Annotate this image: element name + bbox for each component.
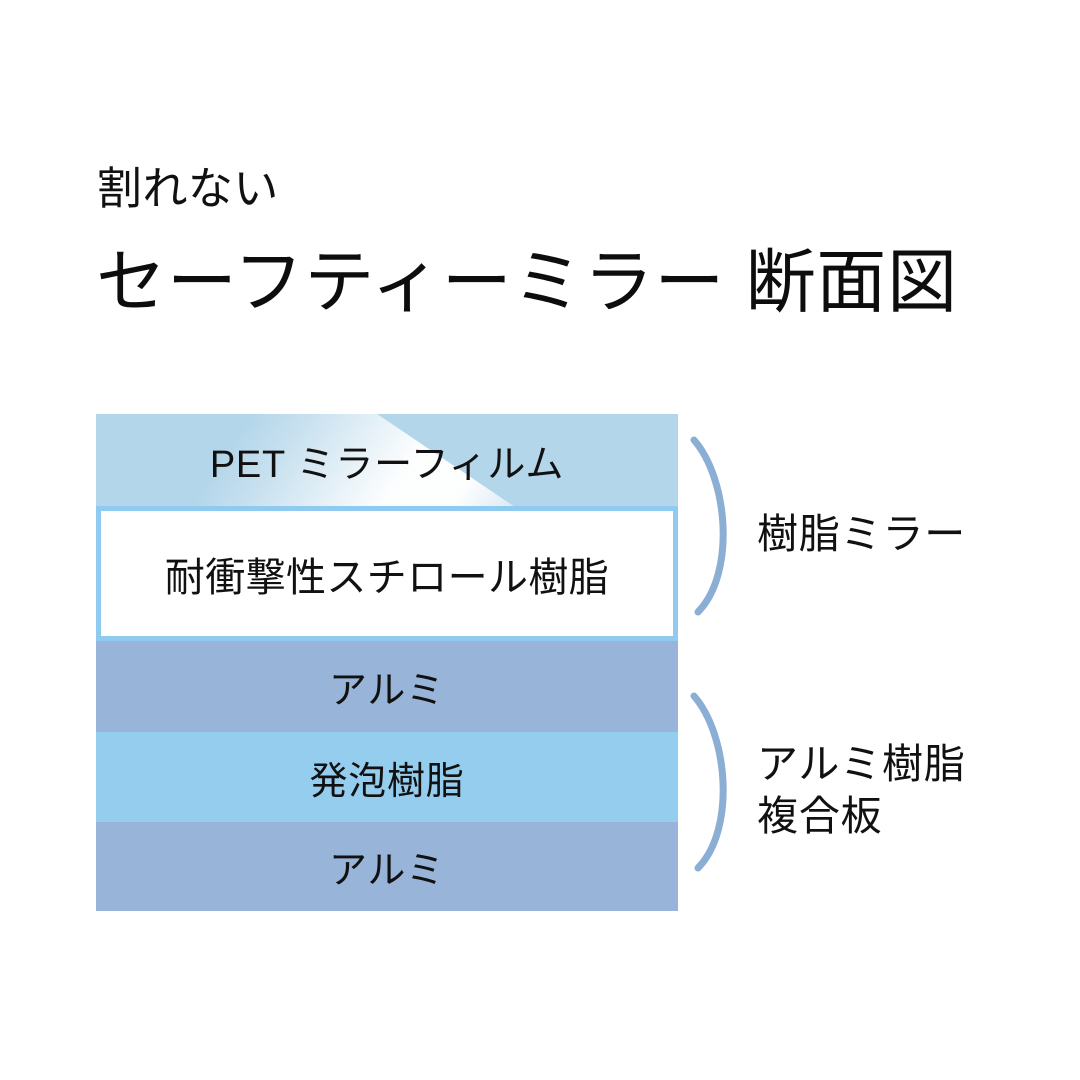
page-title: セーフティーミラー 断面図	[96, 243, 958, 321]
layer-label-styrene: 耐衝撃性スチロール樹脂	[164, 555, 610, 600]
layer-label-aluminium-bottom: アルミ	[329, 850, 445, 892]
layer-foam-resin: 発泡樹脂	[96, 732, 678, 822]
layer-label-pet: PET ミラーフィルム	[209, 443, 565, 486]
layer-aluminium-bottom: アルミ	[96, 822, 678, 911]
layer-impact-resistant-styrene: 耐衝撃性スチロール樹脂	[96, 506, 678, 641]
brace-aluminium-composite-icon	[690, 692, 727, 872]
layer-label-foam-resin: 発泡樹脂	[309, 760, 465, 803]
brace-resin-mirror-icon	[690, 436, 727, 616]
layer-aluminium-top: アルミ	[96, 641, 678, 732]
layer-label-aluminium-top: アルミ	[329, 670, 445, 712]
layer-pet-mirror-film: PET ミラーフィルム	[96, 414, 678, 506]
group-label-aluminium-composite: アルミ樹脂 複合板	[757, 741, 966, 840]
cross-section-stack: PET ミラーフィルム 耐衝撃性スチロール樹脂 アルミ 発泡樹脂 アルミ	[96, 414, 678, 911]
group-label-resin-mirror: 樹脂ミラー	[757, 511, 967, 557]
kicker-text: 割れない	[97, 163, 279, 214]
